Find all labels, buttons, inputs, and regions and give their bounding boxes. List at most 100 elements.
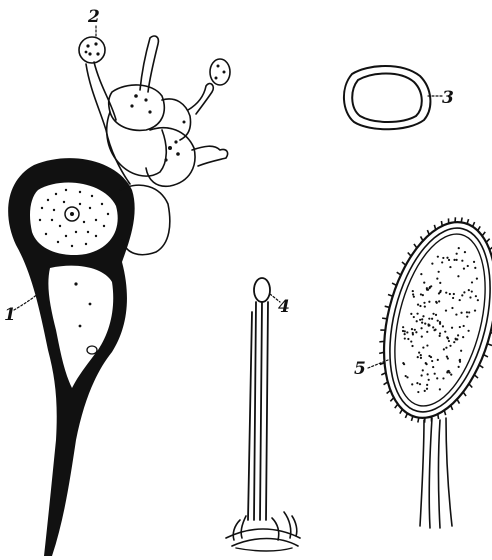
granule	[462, 336, 464, 338]
granule	[449, 345, 451, 347]
granule	[438, 271, 440, 273]
granule	[422, 294, 424, 296]
granule	[426, 287, 428, 289]
granule	[457, 334, 459, 336]
spine	[405, 413, 407, 418]
granule	[463, 267, 465, 269]
granule	[426, 388, 428, 390]
granule	[427, 373, 429, 375]
figure-3-label: 3	[442, 88, 454, 108]
spine	[382, 318, 387, 319]
spine	[478, 226, 481, 230]
granule	[471, 290, 473, 292]
spine	[379, 341, 384, 342]
granule	[423, 282, 425, 284]
granule	[407, 338, 409, 340]
granule	[420, 273, 422, 275]
spine	[438, 414, 439, 419]
granule	[439, 332, 441, 334]
granule	[430, 356, 432, 358]
granule	[402, 330, 404, 332]
granule	[422, 346, 424, 348]
granule	[467, 330, 469, 332]
granule	[421, 336, 423, 338]
granule	[426, 344, 428, 346]
granule	[445, 292, 447, 294]
spine	[467, 219, 468, 224]
granule	[444, 331, 446, 333]
spine	[411, 416, 412, 421]
granule	[441, 261, 443, 263]
granule	[466, 316, 468, 318]
granule	[428, 325, 430, 327]
granule	[473, 261, 475, 263]
granule	[452, 297, 454, 299]
granule	[419, 319, 421, 321]
granule	[456, 259, 458, 261]
spine	[379, 352, 384, 353]
granule	[426, 384, 428, 386]
granule	[420, 327, 422, 329]
granule	[445, 309, 447, 311]
granule	[423, 302, 425, 304]
spine	[461, 217, 462, 222]
granule	[413, 296, 415, 298]
granule	[457, 275, 459, 277]
spine	[387, 390, 391, 393]
figure-1-cell: 1	[4, 158, 135, 556]
spine	[414, 244, 417, 248]
granule	[448, 340, 450, 342]
spine	[418, 418, 419, 423]
granule	[433, 329, 435, 331]
spine	[421, 236, 423, 240]
granule	[419, 383, 421, 385]
granule	[421, 322, 423, 324]
granule	[436, 377, 438, 379]
spine	[451, 405, 453, 410]
granule	[435, 301, 437, 303]
granule	[425, 362, 427, 364]
granule	[438, 300, 440, 302]
granule	[445, 347, 447, 349]
granule	[404, 337, 406, 339]
spine	[427, 230, 429, 235]
granule	[459, 361, 461, 363]
spine	[395, 404, 398, 408]
granule	[412, 333, 414, 335]
granule	[442, 325, 444, 327]
granule	[449, 293, 451, 295]
granule	[420, 354, 422, 356]
granule	[459, 326, 461, 328]
granule	[448, 259, 450, 261]
granule	[453, 341, 455, 343]
spine	[390, 398, 393, 402]
granule	[459, 359, 461, 361]
granule	[420, 293, 422, 295]
spine	[392, 283, 396, 285]
granule	[475, 295, 477, 297]
granule	[412, 290, 414, 292]
granule	[405, 375, 407, 377]
spine	[473, 222, 475, 227]
granule	[406, 331, 408, 333]
spine	[402, 262, 406, 265]
figure-1-label: 1	[4, 305, 16, 325]
granule	[421, 318, 423, 320]
granule	[439, 335, 441, 337]
spine	[463, 392, 466, 396]
granule	[440, 290, 442, 292]
spine	[441, 221, 442, 226]
figure-5-spiny-spore: 5	[354, 210, 492, 528]
granule	[464, 251, 466, 253]
spine	[457, 399, 459, 403]
figure-5-spines	[379, 217, 492, 422]
granule	[403, 363, 405, 365]
spine	[444, 410, 445, 415]
granule	[412, 293, 414, 295]
figure-4-label: 4	[278, 297, 290, 317]
spine	[384, 382, 388, 385]
granule	[404, 333, 406, 335]
granule	[431, 263, 433, 265]
granule	[422, 315, 424, 317]
granule	[411, 328, 413, 330]
